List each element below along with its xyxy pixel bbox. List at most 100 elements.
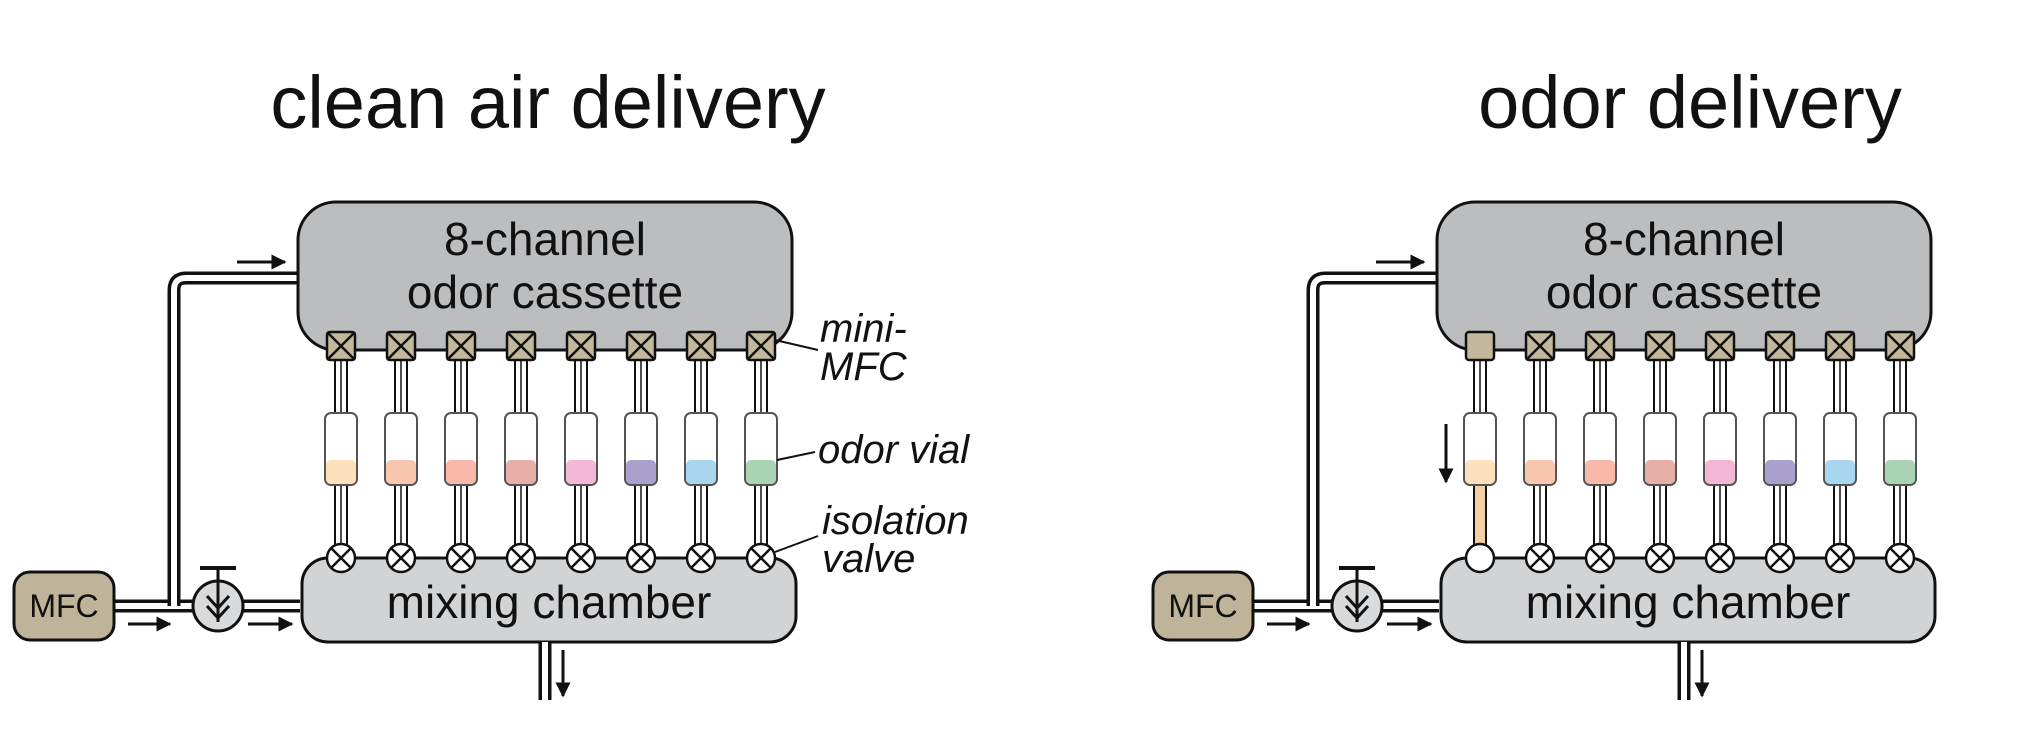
tube-lower [1473, 483, 1487, 549]
mini-mfc-valve-icon [1884, 330, 1916, 362]
mini-mfc-valve-icon [1644, 330, 1676, 362]
channel-4 [504, 359, 538, 549]
channel-6 [1763, 359, 1797, 549]
isolation-valve-icon [1464, 542, 1496, 574]
panel-title: clean air delivery [270, 61, 825, 144]
cassette-feed-pipe [1306, 271, 1439, 606]
channel-8 [744, 359, 778, 549]
mixing-chamber: mixing chamber [300, 556, 798, 644]
channel-1 [324, 359, 358, 549]
isolation-valve-icon [1584, 542, 1616, 574]
odor-vial [624, 412, 658, 486]
vial-liquid [1525, 460, 1555, 484]
odor-vial [1883, 412, 1917, 486]
odor-vial [1823, 412, 1857, 486]
callout-mini-mfc-1: mini- [820, 307, 907, 351]
channel-3 [444, 359, 478, 549]
isolation-valve-icon [1824, 542, 1856, 574]
mini-mfc-valve-icon [685, 330, 717, 362]
odor-vial [384, 412, 418, 486]
vial-liquid [1645, 460, 1675, 484]
isolation-valve-icon [1704, 542, 1736, 574]
pressure-regulator-icon [1330, 566, 1384, 633]
vial-liquid [626, 460, 656, 484]
mini-mfc-valve-icon [1524, 330, 1556, 362]
chamber-label: mixing chamber [387, 576, 712, 628]
isolation-valve-icon [1524, 542, 1556, 574]
callout-isolation-2: valve [822, 537, 915, 581]
odor-vial [1763, 412, 1797, 486]
mini-mfc-valve-icon [565, 330, 597, 362]
vial-liquid [746, 460, 776, 484]
mini-mfc-valve-icon [445, 330, 477, 362]
vial-liquid [566, 460, 596, 484]
channel-8 [1883, 359, 1917, 549]
vial-liquid [1885, 460, 1915, 484]
vial-liquid [1765, 460, 1795, 484]
channel-6 [624, 359, 658, 549]
isolation-valve-icon [685, 542, 717, 574]
odor-vial [1703, 412, 1737, 486]
odor-vial [444, 412, 478, 486]
pressure-regulator-icon [191, 566, 245, 633]
channel-5 [1703, 359, 1737, 549]
vial-liquid [1465, 460, 1495, 484]
vial-liquid [686, 460, 716, 484]
odor-vial [324, 412, 358, 486]
isolation-valve-icon [745, 542, 777, 574]
cassette-label-line1: 8-channel [444, 213, 646, 265]
mini-mfc-valve-icon [745, 330, 777, 362]
mfc-label: MFC [1168, 588, 1237, 624]
channel-3 [1583, 359, 1617, 549]
callout-leader [774, 535, 819, 553]
channel-5 [564, 359, 598, 549]
mini-mfc-valve-icon [325, 330, 357, 362]
mini-mfc-valve-icon [385, 330, 417, 362]
chamber-label: mixing chamber [1526, 576, 1851, 628]
odor-vial [1463, 412, 1497, 486]
callout-leader [774, 339, 819, 351]
odor-vial [504, 412, 538, 486]
mini-mfc-valve-icon [505, 330, 537, 362]
isolation-valve-icon [385, 542, 417, 574]
mini-mfc-valve-icon [625, 330, 657, 362]
isolation-valve-icon [325, 542, 357, 574]
odor-vial [744, 412, 778, 486]
odor-vial [1643, 412, 1677, 486]
odor-vial [1523, 412, 1557, 486]
channel-7 [684, 359, 718, 549]
vial-liquid [506, 460, 536, 484]
vial-liquid [326, 460, 356, 484]
callout-isolation-1: isolation [822, 499, 969, 543]
isolation-valve-icon [505, 542, 537, 574]
channel-2 [384, 359, 418, 549]
odor-vial [564, 412, 598, 486]
panel-title: odor delivery [1478, 61, 1902, 144]
callout-leader [776, 451, 816, 461]
isolation-valve-icon [1764, 542, 1796, 574]
channel-1 [1463, 359, 1497, 549]
mini-mfc-valve-icon [1464, 330, 1496, 362]
cassette-label-line2: odor cassette [1546, 266, 1822, 318]
mini-mfc-valve-icon [1764, 330, 1796, 362]
cassette-feed-pipe [167, 271, 300, 606]
isolation-valve-icon [1644, 542, 1676, 574]
vial-liquid [1825, 460, 1855, 484]
vial-liquid [1705, 460, 1735, 484]
mini-mfc-valve-icon [1584, 330, 1616, 362]
mfc-box: MFC [1151, 570, 1255, 642]
channel-7 [1823, 359, 1857, 549]
vial-liquid [386, 460, 416, 484]
mfc-label: MFC [29, 588, 98, 624]
isolation-valve-icon [1884, 542, 1916, 574]
mfc-box: MFC [12, 570, 116, 642]
cassette-label-line2: odor cassette [407, 266, 683, 318]
callout-mini-mfc-2: MFC [820, 345, 908, 389]
cassette-label-line1: 8-channel [1583, 213, 1785, 265]
isolation-valve-icon [565, 542, 597, 574]
mixing-chamber: mixing chamber [1439, 556, 1937, 644]
